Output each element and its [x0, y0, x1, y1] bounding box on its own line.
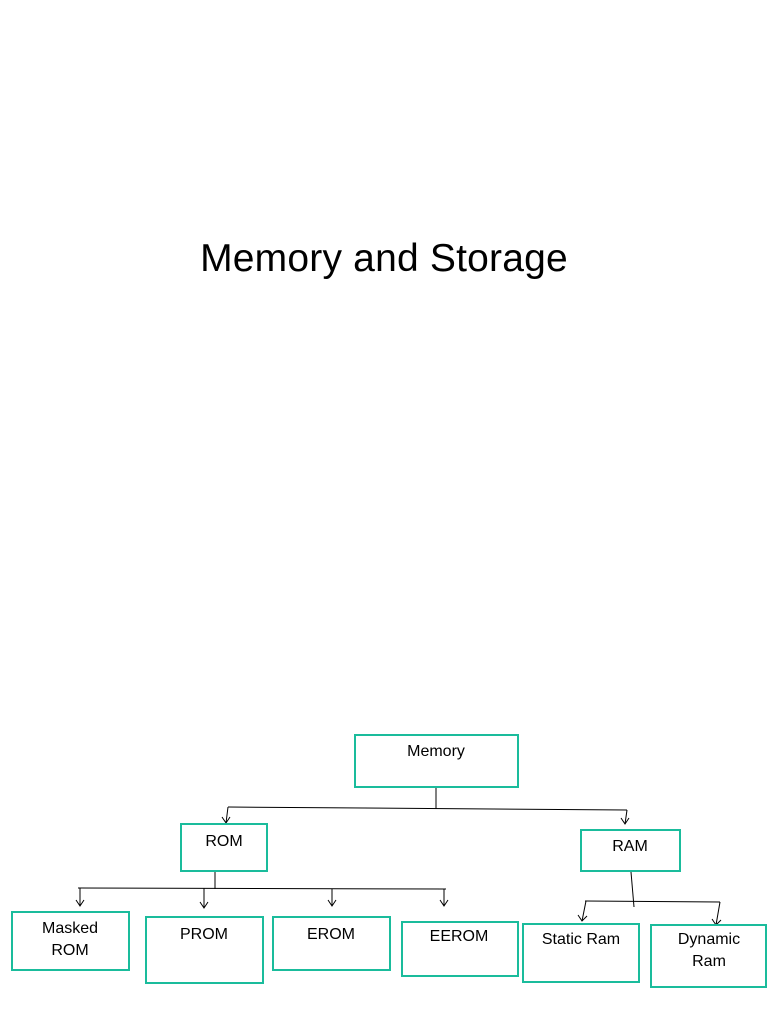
- node-eerom-box: [401, 921, 519, 977]
- node-ram-box: [580, 829, 681, 872]
- node-erom-label: EROM: [307, 926, 355, 943]
- connectors-ram-children: [577, 871, 722, 926]
- node-masked-rom-box: [11, 911, 130, 971]
- ram-branch-line: [584, 900, 721, 903]
- node-static-ram-label: Static Ram: [542, 931, 620, 948]
- node-static-ram: Static Ram: [522, 923, 640, 983]
- static-ram-drop-line: [581, 900, 587, 922]
- node-prom-label: PROM: [180, 926, 228, 943]
- node-memory-label: Memory: [407, 743, 465, 760]
- node-dynamic-ram-box: [650, 924, 767, 988]
- masked-rom-arrow-icon: [75, 899, 85, 907]
- node-masked-rom-label-line-1: Masked: [42, 920, 98, 937]
- page-title: Memory and Storage: [200, 237, 568, 280]
- node-memory: Memory: [354, 734, 519, 788]
- node-rom-box: [180, 823, 268, 872]
- node-masked-rom-label-line-2: ROM: [51, 942, 88, 959]
- node-dynamic-ram-label-line-2: Ram: [692, 953, 726, 970]
- node-ram-label: RAM: [612, 838, 648, 855]
- node-memory-box: [354, 734, 519, 788]
- rom-branch-line: [77, 887, 447, 890]
- ram-drop-line: [624, 809, 628, 825]
- eerom-arrow-icon: [439, 899, 449, 907]
- rom-drop-line: [225, 806, 229, 824]
- node-erom-box: [272, 916, 391, 971]
- node-ram: RAM: [580, 829, 681, 872]
- ram-arrow-icon: [620, 817, 630, 825]
- connectors-level-1: [221, 787, 630, 825]
- node-prom-box: [145, 916, 264, 984]
- node-masked-rom: Masked ROM: [11, 911, 130, 971]
- node-eerom: EEROM: [401, 921, 519, 977]
- node-dynamic-ram-label-line-1: Dynamic: [678, 931, 740, 948]
- prom-arrow-icon: [199, 901, 209, 909]
- node-rom-label: ROM: [205, 833, 242, 850]
- memory-branch-line: [227, 806, 628, 811]
- node-prom: PROM: [145, 916, 264, 984]
- node-static-ram-box: [522, 923, 640, 983]
- connectors-rom-children: [75, 872, 449, 909]
- node-eerom-label: EEROM: [430, 928, 489, 945]
- static-ram-arrow-icon: [577, 914, 588, 922]
- dynamic-ram-drop-line: [715, 901, 721, 926]
- node-erom: EROM: [272, 916, 391, 971]
- node-dynamic-ram: Dynamic Ram: [650, 924, 767, 988]
- erom-arrow-icon: [327, 899, 337, 907]
- node-rom: ROM: [180, 823, 268, 872]
